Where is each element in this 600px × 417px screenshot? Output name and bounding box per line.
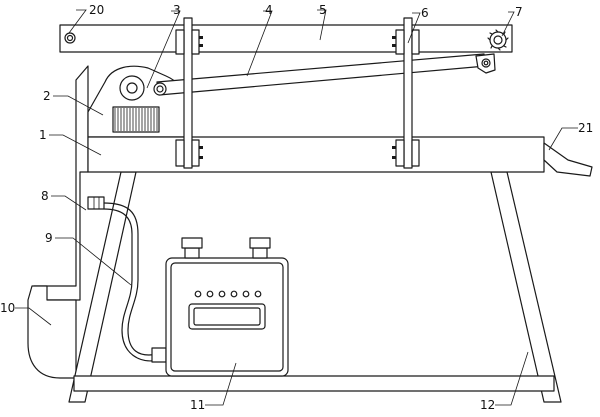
link-rod bbox=[153, 53, 496, 96]
label-20: 20 bbox=[89, 3, 104, 17]
discharge-chute-21 bbox=[543, 142, 593, 177]
right-leg bbox=[490, 171, 562, 403]
control-box-terminal-right bbox=[249, 237, 271, 259]
control-box-11 bbox=[165, 237, 289, 377]
leader-lines bbox=[15, 9, 578, 406]
right-column bbox=[392, 17, 420, 169]
reference-numerals: 20 3 4 5 6 7 2 1 8 9 10 11 12 21 bbox=[0, 3, 593, 412]
label-5: 5 bbox=[319, 3, 327, 17]
label-9: 9 bbox=[45, 231, 53, 245]
label-4: 4 bbox=[265, 3, 273, 17]
indicator-lights bbox=[194, 290, 262, 298]
label-10: 10 bbox=[0, 301, 15, 315]
label-6: 6 bbox=[421, 6, 429, 20]
label-7: 7 bbox=[515, 5, 523, 19]
label-11: 11 bbox=[190, 398, 205, 412]
top-beam bbox=[59, 24, 513, 53]
collector-10 bbox=[27, 285, 77, 379]
label-8: 8 bbox=[41, 189, 49, 203]
label-3: 3 bbox=[173, 3, 181, 17]
left-rail bbox=[33, 65, 89, 301]
label-12: 12 bbox=[480, 398, 495, 412]
left-column bbox=[175, 17, 203, 169]
label-2: 2 bbox=[43, 89, 51, 103]
bolt-20 bbox=[64, 32, 76, 44]
bottom-stretcher bbox=[73, 375, 555, 392]
motor-housing bbox=[87, 65, 189, 138]
motor-vent bbox=[112, 106, 160, 133]
display-window bbox=[188, 303, 266, 330]
rail-bracket bbox=[87, 196, 105, 210]
workbench-table bbox=[87, 136, 545, 173]
label-21: 21 bbox=[578, 121, 593, 135]
knob-7 bbox=[487, 29, 509, 51]
label-1: 1 bbox=[39, 128, 47, 142]
control-box-terminal-left bbox=[181, 237, 203, 259]
